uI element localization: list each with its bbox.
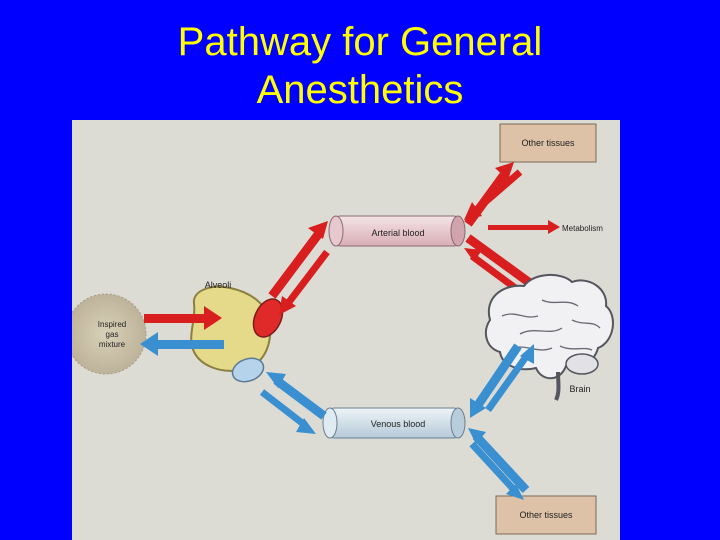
arrow-metabolism: Metabolism (488, 220, 603, 234)
arrow-tissues-bottom-to-venous (468, 428, 530, 494)
brain-label: Brain (569, 384, 590, 394)
arrow-alveoli-to-arterial (268, 221, 328, 299)
arrow-alveoli-to-venous (259, 389, 316, 434)
arrow-venous-to-brain (485, 344, 534, 413)
venous-capillary (231, 357, 265, 383)
venous-blood-label: Venous blood (371, 419, 426, 429)
pathway-diagram: Other tissues Other tissues Inspired gas… (72, 120, 620, 540)
arrow-arterial-to-alveoli (279, 249, 330, 315)
other-tissues-bottom-box: Other tissues (495, 495, 597, 535)
arrow-tissues-top-to-arterial (464, 169, 523, 220)
arterial-blood-tube: Arterial blood (328, 215, 466, 247)
exhale-arrow (140, 332, 224, 356)
inhale-arrow (144, 306, 222, 330)
arrow-brain-to-arterial (464, 248, 521, 293)
arrow-venous-to-tissues-bottom (469, 441, 524, 500)
other-tissues-top-label: Other tissues (521, 138, 575, 148)
arrow-brain-to-venous (470, 343, 522, 418)
inspired-label-2: gas (106, 330, 119, 339)
inspired-gas-circle: Inspired gas mixture (72, 293, 147, 375)
alveoli-label: Alveoli (205, 280, 232, 290)
title-line-1: Pathway for General (177, 20, 543, 64)
pathway-svg: Other tissues Other tissues Inspired gas… (72, 123, 614, 535)
arrow-venous-to-alveoli (266, 372, 327, 420)
inspired-label-3: mixture (99, 340, 126, 349)
slide-title: Pathway for General Anesthetics (0, 18, 720, 114)
venous-blood-tube: Venous blood (322, 407, 466, 439)
arterial-blood-label: Arterial blood (371, 228, 424, 238)
title-line-2: Anesthetics (256, 68, 464, 112)
metabolism-label: Metabolism (562, 224, 603, 233)
inspired-label-1: Inspired (98, 320, 126, 329)
other-tissues-top-box: Other tissues (499, 123, 597, 163)
arterial-capillary (252, 298, 284, 338)
other-tissues-bottom-label: Other tissues (519, 510, 573, 520)
